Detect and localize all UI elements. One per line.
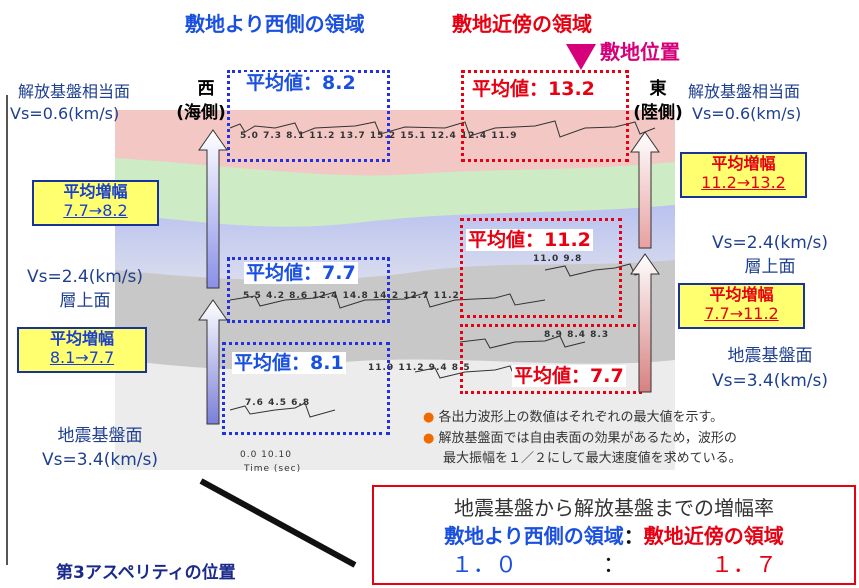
west-direction-sub: (海側): [176, 103, 226, 123]
waveform-values-bottom: 7.6 4.5 6.8: [245, 398, 311, 408]
asperity-label: 第3アスペリティの位置: [56, 563, 236, 583]
right-bedrock-vs: Vs=0.6(km/s): [692, 104, 802, 123]
east-direction: 東: [649, 79, 667, 99]
ratio-separator: ：: [623, 524, 644, 548]
near-region-title: 敷地近傍の領域: [452, 12, 592, 36]
waveform-values-mid: 5.5 4.2 8.6 12.4 14.8 14.2 12.7 11.2: [243, 291, 460, 301]
waveform-values-lower: 11.9 11.2 9.4 8.5: [368, 363, 471, 373]
left-bedrock-vs: Vs=0.6(km/s): [10, 104, 120, 123]
right-layer-vs: Vs=2.4(km/s): [711, 233, 829, 253]
note-1-text: 各出力波形上の数値はそれぞれの最大値を示す。: [438, 410, 724, 425]
time-axis-label: Time (sec): [244, 464, 302, 474]
note-bullet-icon: ●: [423, 410, 435, 425]
west-upper-amplification: 平均増幅 7.7→8.2: [32, 180, 159, 226]
ratio-values: １．０ ： １．７: [374, 551, 854, 581]
note-2: ● 解放基盤面では自由表面の効果があるため，波形の: [423, 429, 737, 448]
east-mid-box: [460, 218, 622, 318]
waveform-values-lower-right: 8.9 8.4 8.3: [544, 330, 610, 340]
ratio-west-value: １．０: [450, 553, 517, 578]
east-lower-amp-value: 7.7→11.2: [704, 304, 779, 323]
east-amplification-arrow-icon: [630, 131, 660, 393]
west-direction: 西: [197, 79, 215, 99]
west-amplification-arrow-icon: [198, 129, 228, 425]
right-layer-name: 層上面: [744, 257, 796, 277]
west-upper-amp-value: 7.7→8.2: [63, 201, 128, 220]
waveform-scale: 0.0 10.10: [240, 450, 292, 460]
left-layer-vs: Vs=2.4(km/s): [26, 267, 144, 287]
east-upper-amplification: 平均増幅 11.2→13.2: [680, 152, 807, 198]
east-top-box: [461, 70, 629, 162]
site-marker-icon: [566, 44, 596, 70]
west-top-average: 平均値：8.2: [244, 72, 358, 94]
right-bedrock-label: 解放基盤相当面: [688, 82, 801, 101]
east-bottom-average: 平均値：7.7: [512, 365, 626, 387]
east-mid-average: 平均値：11.2: [466, 229, 593, 251]
west-region-title: 敷地より西側の領域: [185, 12, 365, 36]
ratio-regions: 敷地より西側の領域：敷地近傍の領域: [374, 523, 854, 549]
west-top-box: [227, 70, 390, 162]
east-upper-amp-title: 平均増幅: [711, 154, 776, 173]
west-lower-amp-value: 8.1→7.7: [49, 348, 115, 367]
note-bullet-icon: ●: [423, 431, 435, 446]
west-mid-box: [227, 257, 390, 323]
ratio-near-value: １．７: [710, 553, 777, 578]
site-position-label: 敷地位置: [600, 40, 680, 64]
right-seismic-vs: Vs=3.4(km/s): [711, 371, 829, 391]
west-mid-average: 平均値：7.7: [244, 262, 358, 284]
west-bottom-average: 平均値：8.1: [232, 352, 346, 374]
waveform-values-mid-right: 11.0 9.8: [533, 254, 583, 264]
west-lower-amplification: 平均増幅 8.1→7.7: [17, 327, 147, 373]
ratio-title: 地震基盤から解放基盤までの増幅率: [454, 496, 774, 520]
west-upper-amp-title: 平均増幅: [63, 182, 128, 201]
west-bottom-box: [222, 342, 390, 435]
left-seismic-name: 地震基盤面: [57, 426, 143, 446]
east-upper-amp-value: 11.2→13.2: [701, 173, 786, 192]
ratio-near-label: 敷地近傍の領域: [643, 524, 784, 548]
waveform-values-top: 5.0 7.3 8.1 11.2 13.7 15.2 15.1 12.4 12.…: [240, 131, 518, 141]
ratio-west-label: 敷地より西側の領域: [444, 524, 624, 548]
east-lower-amp-title: 平均増幅: [709, 285, 774, 304]
east-top-average: 平均値：13.2: [470, 78, 597, 100]
east-lower-amplification: 平均増幅 7.7→11.2: [678, 283, 805, 329]
ratio-colon: ：: [602, 553, 625, 578]
left-bedrock-label: 解放基盤相当面: [18, 82, 131, 101]
asperity-line: [199, 478, 357, 568]
note-2-text-line1: 解放基盤面では自由表面の効果があるため，波形の: [438, 431, 737, 446]
note-2-text-line2: 最大振幅を１／２にして最大速度値を求めている。: [443, 451, 742, 466]
left-layer-name: 層上面: [59, 291, 111, 311]
west-lower-amp-title: 平均増幅: [49, 329, 114, 348]
amplification-ratio-box: 地震基盤から解放基盤までの増幅率 敷地より西側の領域：敷地近傍の領域 １．０：１…: [372, 485, 856, 585]
left-divider: [6, 95, 8, 565]
left-seismic-vs: Vs=3.4(km/s): [41, 450, 159, 470]
east-direction-sub: (陸側): [633, 103, 683, 123]
right-seismic-name: 地震基盤面: [727, 346, 813, 366]
note-1: ● 各出力波形上の数値はそれぞれの最大値を示す。: [423, 408, 723, 427]
